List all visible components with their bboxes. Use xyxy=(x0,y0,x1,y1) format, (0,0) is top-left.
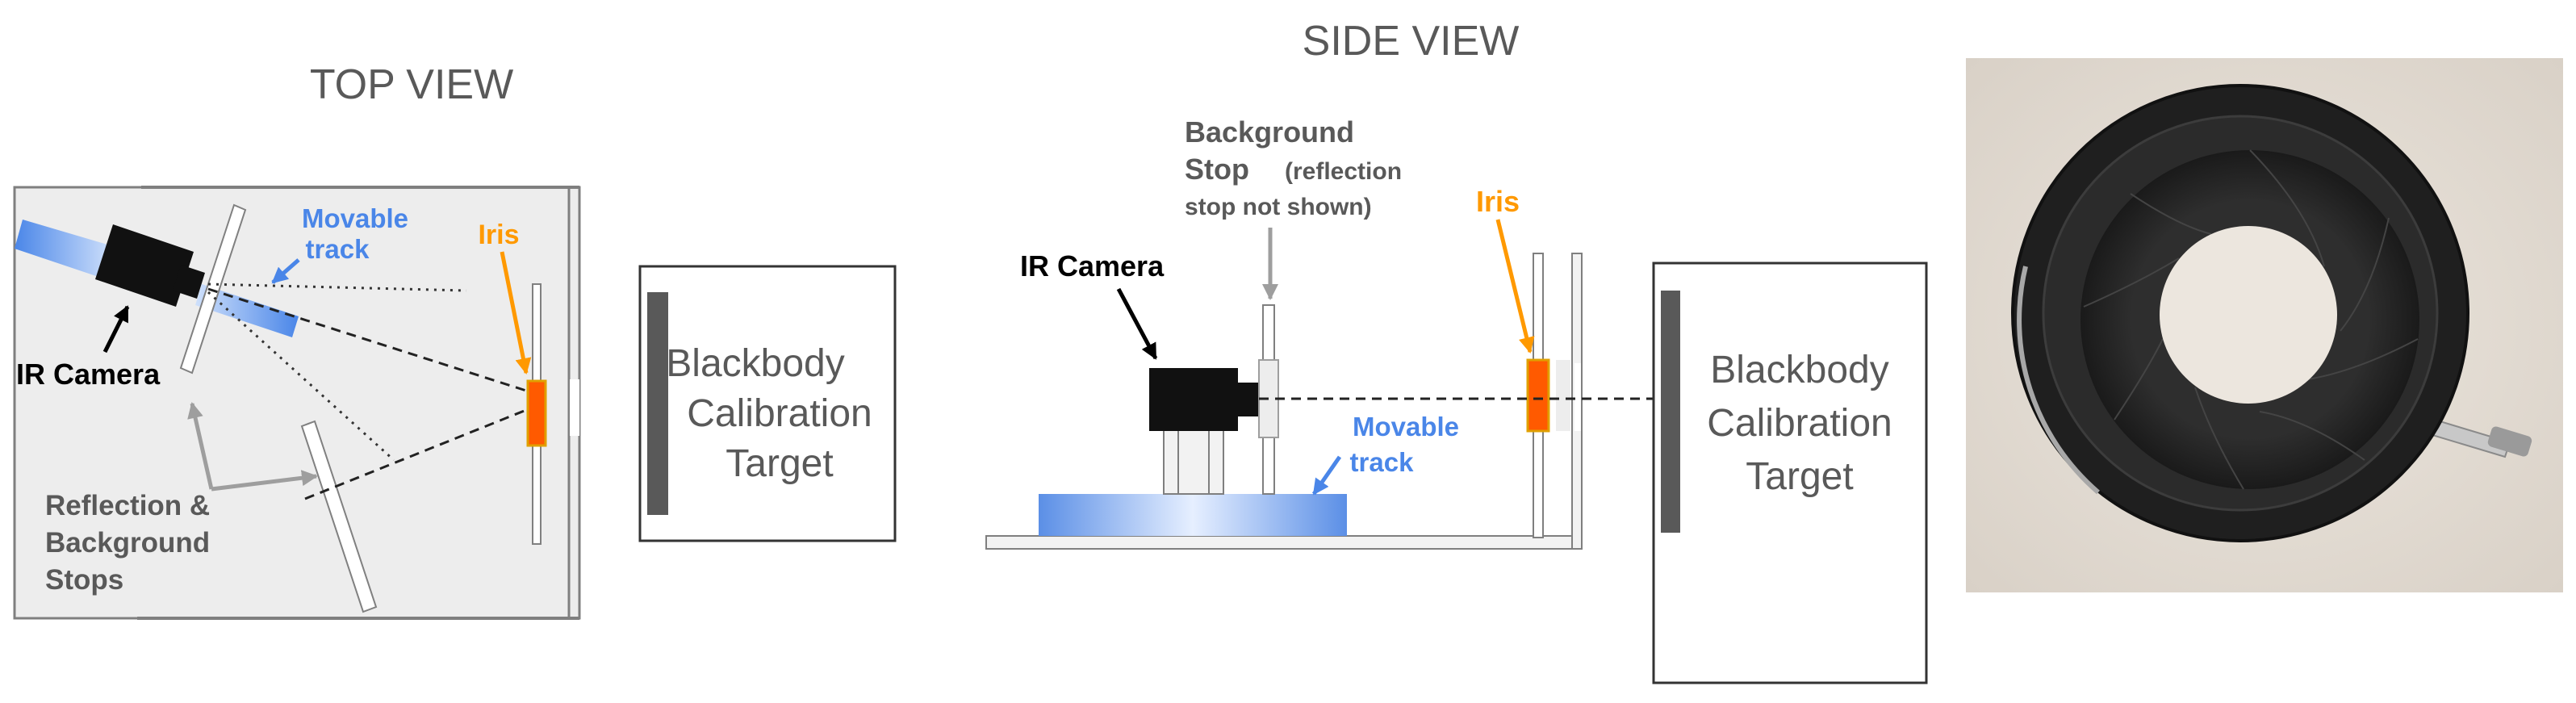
side-background-stop-note-1: (reflection xyxy=(1285,158,1402,185)
side-blackbody-surface xyxy=(1661,291,1680,533)
top-view: TOP VIEW Movable track xyxy=(13,61,897,620)
side-movable-track-arrow xyxy=(1311,455,1342,496)
side-target-label-3: Target xyxy=(1746,455,1853,498)
side-camera-stand xyxy=(1163,429,1224,495)
top-ir-camera-icon xyxy=(95,224,205,307)
top-stop-near-camera xyxy=(179,203,247,375)
iris-aperture xyxy=(2160,226,2337,404)
side-base-rail xyxy=(985,535,1576,550)
top-stops-label-2: Background xyxy=(45,527,210,559)
top-enclosure-aperture xyxy=(570,379,579,436)
side-target-label-1: Blackbody xyxy=(1710,349,1888,391)
side-wall-aperture xyxy=(1574,363,1581,431)
side-blackbody-target xyxy=(1652,262,1928,684)
top-target-label-3: Target xyxy=(726,442,833,485)
side-view: SIDE VIEW Background Stop (reflection st… xyxy=(985,18,1928,684)
top-target-label-2: Calibration xyxy=(687,392,872,435)
side-iris-gap xyxy=(1556,360,1570,431)
top-view-title: TOP VIEW xyxy=(310,61,513,108)
top-dotted-line-lower xyxy=(207,291,395,462)
top-stop-lower xyxy=(300,420,378,613)
side-ir-camera-icon xyxy=(1149,368,1259,431)
top-stops-arrow-right xyxy=(211,470,318,492)
side-background-stop-label-1: Background xyxy=(1185,115,1354,149)
top-blackbody-target xyxy=(638,265,897,542)
side-iris-label: Iris xyxy=(1476,185,1520,218)
iris-ring-highlight xyxy=(2017,266,2100,495)
top-movable-track xyxy=(195,284,299,337)
iris-blade-lines xyxy=(2083,149,2419,490)
side-iris xyxy=(1526,358,1550,433)
side-camera-arrow xyxy=(1116,287,1158,360)
top-blackbody-surface xyxy=(647,292,668,515)
top-movable-track-arrow xyxy=(271,258,300,284)
top-stops-arrow-up xyxy=(187,402,214,490)
side-iris-arrow xyxy=(1495,219,1535,354)
top-movable-track-label-2: track xyxy=(306,234,370,264)
side-background-stop-note-2: stop not shown) xyxy=(1185,194,1372,220)
top-camera-beam xyxy=(15,220,113,278)
side-view-title: SIDE VIEW xyxy=(1303,18,1520,65)
top-stops-label-1: Reflection & xyxy=(45,490,210,521)
top-movable-track-label-1: Movable xyxy=(302,203,408,233)
iris-diaphragm-photo xyxy=(1966,58,2563,592)
top-camera-arrow xyxy=(102,305,130,354)
top-dotted-line-upper xyxy=(207,282,467,292)
top-iris-arrow xyxy=(500,251,532,375)
top-iris-label: Iris xyxy=(478,220,519,250)
side-background-stop-label-2: Stop xyxy=(1185,153,1249,186)
top-iris xyxy=(526,379,547,447)
top-stops-label-3: Stops xyxy=(45,564,123,596)
side-movable-track xyxy=(1039,494,1347,536)
top-dashed-line-upper xyxy=(207,287,527,392)
side-movable-track-label-1: Movable xyxy=(1353,412,1459,441)
side-target-label-2: Calibration xyxy=(1707,402,1892,445)
side-movable-track-label-2: track xyxy=(1350,447,1415,477)
top-camera-label: IR Camera xyxy=(16,358,161,391)
top-dashed-line-lower xyxy=(304,408,527,500)
side-camera-label: IR Camera xyxy=(1020,249,1165,282)
top-target-label-1: Blackbody xyxy=(666,342,844,385)
